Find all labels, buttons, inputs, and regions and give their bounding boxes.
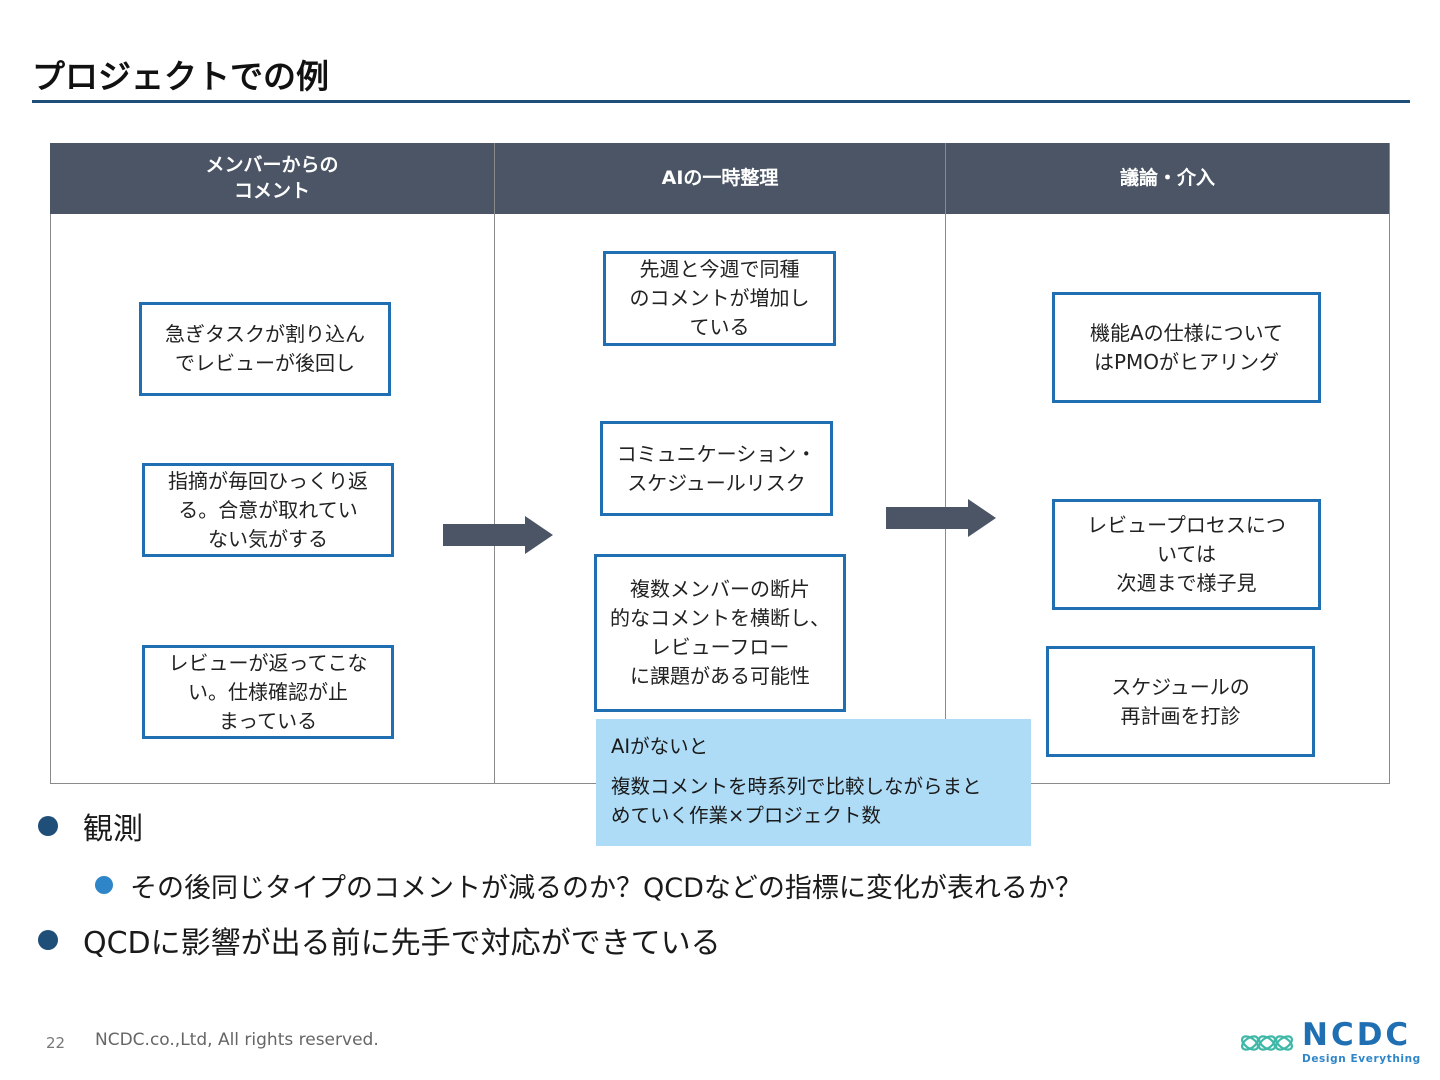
page-title: プロジェクトでの例 xyxy=(32,57,329,96)
bullet-text: 観測 xyxy=(83,812,143,847)
box-line: レビュープロセスにつ xyxy=(1087,513,1286,537)
box-line: スケジュールの xyxy=(1111,674,1250,699)
copyright: NCDC.co.,Ltd, All rights reserved. xyxy=(95,1030,379,1050)
ai-summary-box: コミュニケーション・ スケジュールリスク xyxy=(600,421,833,516)
column-divider xyxy=(494,143,495,784)
box-line: 先週と今週で同種 xyxy=(639,257,800,281)
bullet-text: QCDに影響が出る前に先手で対応ができている xyxy=(83,926,721,961)
box-line: でレビューが後回し xyxy=(175,351,355,375)
header-text: メンバーからの xyxy=(205,153,339,176)
without-ai-callout: AIがないと 複数コメントを時系列で比較しながらまと めていく作業×プロジェクト… xyxy=(596,719,1031,846)
comment-box: レビューが返ってこな い。仕様確認が止 まっている xyxy=(142,645,394,739)
box-line: ない気がする xyxy=(208,526,328,551)
page-number: 22 xyxy=(46,1034,66,1052)
callout-body-line: 複数コメントを時系列で比較しながらまと xyxy=(611,775,982,799)
header-member-comments: メンバーからの コメント xyxy=(50,143,494,214)
bullet-observe-sub: その後同じタイプのコメントが減るのか？QCDなどの指標に変化が表れるか？ xyxy=(95,866,1082,904)
ncdc-logo: NCDC Design Everything xyxy=(1238,1020,1421,1065)
box-line: 複数メンバーの断片 xyxy=(630,577,810,601)
box-line: いては xyxy=(1157,542,1216,566)
box-line: のコメントが増加し xyxy=(629,286,810,310)
ai-summary-box: 複数メンバーの断片 的なコメントを横断し、 レビューフロー に課題がある可能性 xyxy=(594,554,846,712)
box-line: 的なコメントを横断し、 xyxy=(610,606,830,630)
bullet-qcd: QCDに影響が出る前に先手で対応ができている xyxy=(38,920,721,961)
bullet-dot-icon xyxy=(95,876,113,894)
header-text: AIの一時整理 xyxy=(661,166,779,189)
bullet-dot-icon xyxy=(38,816,58,836)
header-text: コメント xyxy=(233,179,310,202)
box-line: る。合意が取れてい xyxy=(178,497,358,522)
comment-box: 指摘が毎回ひっくり返 る。合意が取れてい ない気がする xyxy=(142,463,394,557)
box-line: はPMOがヒアリング xyxy=(1093,349,1280,374)
bullet-observe: 観測 xyxy=(38,806,143,847)
right-arrow-icon xyxy=(443,516,553,554)
callout-heading: AIがないと xyxy=(611,735,709,758)
header-text: 議論・介入 xyxy=(1119,166,1215,189)
comment-box: 急ぎタスクが割り込ん でレビューが後回し xyxy=(139,302,391,396)
box-line: 再計画を打診 xyxy=(1120,703,1241,728)
header-ai-organize: AIの一時整理 xyxy=(495,143,945,214)
box-line: 機能Aの仕様について xyxy=(1089,320,1284,345)
box-line: レビューが返ってこな xyxy=(168,650,368,675)
header-discussion: 議論・介入 xyxy=(946,143,1389,214)
box-line: 指摘が毎回ひっくり返 xyxy=(168,468,368,493)
right-arrow-icon xyxy=(886,499,996,537)
callout-body-line: めていく作業×プロジェクト数 xyxy=(611,803,881,827)
logo-mark-icon xyxy=(1240,1034,1294,1051)
action-box: スケジュールの 再計画を打診 xyxy=(1046,646,1315,757)
box-line: コミュニケーション・ xyxy=(616,441,817,466)
logo-name: NCDC xyxy=(1302,1017,1412,1053)
action-box: 機能Aの仕様について はPMOがヒアリング xyxy=(1052,292,1321,403)
box-line: まっている xyxy=(218,708,318,733)
bullet-text: その後同じタイプのコメントが減るのか？QCDなどの指標に変化が表れるか？ xyxy=(130,872,1082,904)
title-divider xyxy=(32,100,1410,103)
box-line: ている xyxy=(689,315,750,339)
box-line: スケジュールリスク xyxy=(627,470,806,495)
bullet-dot-icon xyxy=(38,930,58,950)
action-box: レビュープロセスにつ いては 次週まで様子見 xyxy=(1052,499,1321,610)
logo-tagline: Design Everything xyxy=(1302,1053,1421,1065)
box-line: レビューフロー xyxy=(650,635,790,659)
column-divider xyxy=(945,143,946,784)
box-line: 急ぎタスクが割り込ん xyxy=(165,322,365,346)
box-line: 次週まで様子見 xyxy=(1116,571,1257,595)
ai-summary-box: 先週と今週で同種 のコメントが増加し ている xyxy=(603,251,836,346)
box-line: い。仕様確認が止 xyxy=(188,679,348,704)
box-line: に課題がある可能性 xyxy=(630,664,810,688)
